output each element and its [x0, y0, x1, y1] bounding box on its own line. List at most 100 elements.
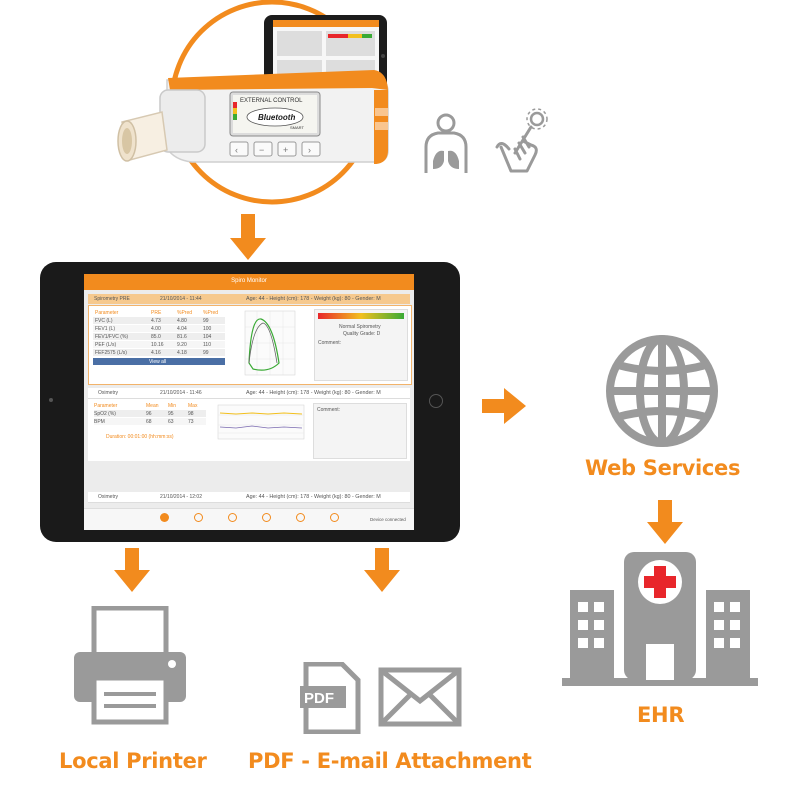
card1-comment: Comment: — [318, 340, 342, 346]
card1-table-cell: 4.18 — [177, 350, 187, 356]
card1-date: 21/10/2014 - 11:44 — [160, 296, 202, 302]
hospital-icon — [562, 552, 758, 686]
card2-table-header: Parameter Mean Min Max — [94, 403, 198, 409]
toolbar-icon-6[interactable] — [330, 513, 339, 522]
card2-duration: Duration: 00:01:00 (hh:mm:ss) — [106, 434, 174, 440]
card1-interp-2: Quality Grade: D — [343, 331, 381, 337]
card1-table-cell: 81.6 — [177, 334, 187, 340]
main-tablet: Spiro Monitor Spirometry PRE 21/10/2014 … — [40, 262, 460, 542]
card1-table-cell: 4.80 — [177, 318, 187, 324]
card3-patient: Age: 44 - Height (cm): 178 - Weight (kg)… — [246, 494, 381, 500]
tablet-camera — [49, 398, 53, 402]
svg-text:−: − — [259, 145, 264, 155]
card1-table-cell: 99 — [203, 318, 209, 324]
card3-header[interactable]: Oximetry 21/10/2014 - 12:02 Age: 44 - He… — [88, 492, 410, 503]
card1-interp-1: Normal Spirometry — [339, 324, 381, 330]
card2-table-cell: 96 — [146, 411, 152, 417]
card1-table-cell: 4.73 — [151, 318, 161, 324]
toolbar-icon-4[interactable] — [262, 513, 271, 522]
card1-header[interactable]: Spirometry PRE 21/10/2014 - 11:44 Age: 4… — [88, 294, 410, 304]
card1-table-cell: FVC (L) — [95, 318, 113, 324]
toolbar-icon-1[interactable] — [160, 513, 169, 522]
arrow-down-to-ehr — [647, 500, 683, 544]
card1-table-row: FEV1/FVC (%) 85.0 81.6 104 — [93, 333, 225, 340]
arrow-down-to-email — [364, 548, 400, 592]
card1-table-row: FEF2575 (L/s) 4.16 4.18 99 — [93, 349, 225, 356]
svg-text:‹: ‹ — [235, 145, 238, 155]
device-bluetooth-sub: SMART — [290, 125, 304, 130]
card1-body: Parameter PRE %Pred %Pred FVC (L) 4.73 4.8… — [88, 305, 412, 385]
card1-flow-volume-chart — [244, 310, 296, 376]
svg-text:›: › — [308, 145, 311, 155]
card1-table-cell: 104 — [203, 334, 212, 340]
arrow-down-to-printer — [114, 548, 150, 592]
lungs-person-icon — [424, 113, 468, 173]
card1-table-cell: 110 — [203, 342, 211, 348]
card1-table-cell: 85.0 — [151, 334, 161, 340]
arrow-right-to-web — [482, 388, 526, 424]
card1-title: Spirometry PRE — [94, 296, 130, 302]
card1-table-cell: PEF (L/s) — [95, 342, 117, 348]
card2-patient: Age: 44 - Height (cm): 178 - Weight (kg)… — [246, 390, 381, 396]
card1-table-header: Parameter PRE %Pred %Pred — [95, 310, 219, 316]
card2-table-cell: 73 — [188, 419, 194, 425]
pdf-icon-text: PDF — [304, 690, 334, 707]
card1-table-cell: 9.20 — [177, 342, 187, 348]
card1-table-cell: 100 — [203, 326, 212, 332]
globe-icon — [606, 335, 718, 447]
card3-title: Oximetry — [98, 494, 118, 500]
card2-date: 21/10/2014 - 11:46 — [160, 390, 202, 396]
pdf-email-label: PDF - E-mail Attachment — [248, 749, 532, 773]
arrow-down-to-tablet — [230, 214, 266, 260]
card1-view-all-button[interactable]: View all — [93, 358, 225, 365]
touch-hand-icon — [495, 108, 548, 173]
app-title-bar: Spiro Monitor — [84, 274, 414, 290]
card1-table: Parameter PRE %Pred %Pred FVC (L) 4.73 4.8… — [93, 309, 225, 365]
device-bluetooth-label: Bluetooth — [258, 113, 295, 122]
svg-text:+: + — [283, 145, 288, 155]
toolbar-icon-2[interactable] — [194, 513, 203, 522]
card2-table-cell: 98 — [188, 411, 194, 417]
card2-title: Oximetry — [98, 390, 118, 396]
card1-interpretation: Normal Spirometry Quality Grade: D Comme… — [314, 309, 408, 381]
card2-table-cell: 68 — [146, 419, 152, 425]
card3-date: 21/10/2014 - 12:02 — [160, 494, 202, 500]
card1-table-cell: 99 — [203, 350, 209, 356]
card2-table-cell: BPM — [94, 419, 105, 425]
card2-oximetry-chart — [217, 404, 305, 440]
card2-table-cell: SpO2 (%) — [94, 411, 116, 417]
card1-table-row: FEV1 (L) 4.00 4.04 100 — [93, 325, 225, 332]
card2-comment: Comment: — [317, 407, 341, 413]
toolbar-icon-3[interactable] — [228, 513, 237, 522]
toolbar-icon-5[interactable] — [296, 513, 305, 522]
tablet-home-button[interactable] — [429, 394, 443, 408]
card1-table-row: FVC (L) 4.73 4.80 99 — [93, 317, 225, 324]
card1-table-cell: FEV1/FVC (%) — [95, 334, 129, 340]
card1-table-cell: FEF2575 (L/s) — [95, 350, 127, 356]
toolbar-device-status: Device connected — [370, 517, 406, 522]
card2-header[interactable]: Oximetry 21/10/2014 - 11:46 Age: 44 - He… — [88, 388, 410, 399]
device-screen-text: EXTERNAL CONTROL — [240, 98, 303, 104]
printer-icon — [74, 606, 186, 725]
red-cross-icon — [644, 566, 676, 598]
card2-comment-box: Comment: — [313, 403, 407, 459]
card1-table-row: PEF (L/s) 10.16 9.20 110 — [93, 341, 225, 348]
app-bottom-toolbar: Device connected — [84, 508, 414, 530]
spirometer-device: EXTERNAL CONTROL Bluetooth SMART ‹ − + › — [117, 70, 389, 164]
card1-table-cell: 10.16 — [151, 342, 164, 348]
web-services-label: Web Services — [585, 456, 741, 480]
card2-table-row: SpO2 (%) 96 95 98 — [94, 410, 206, 417]
card1-table-cell: 4.16 — [151, 350, 161, 356]
ehr-label: EHR — [637, 703, 685, 727]
card1-table-cell: 4.00 — [151, 326, 161, 332]
app-title: Spiro Monitor — [231, 278, 267, 284]
local-printer-label: Local Printer — [59, 749, 207, 773]
email-envelope-icon — [378, 667, 462, 727]
card1-color-scale — [318, 313, 404, 319]
card2-table-cell: 95 — [168, 411, 174, 417]
card1-table-cell: 4.04 — [177, 326, 187, 332]
card1-table-cell: FEV1 (L) — [95, 326, 116, 332]
